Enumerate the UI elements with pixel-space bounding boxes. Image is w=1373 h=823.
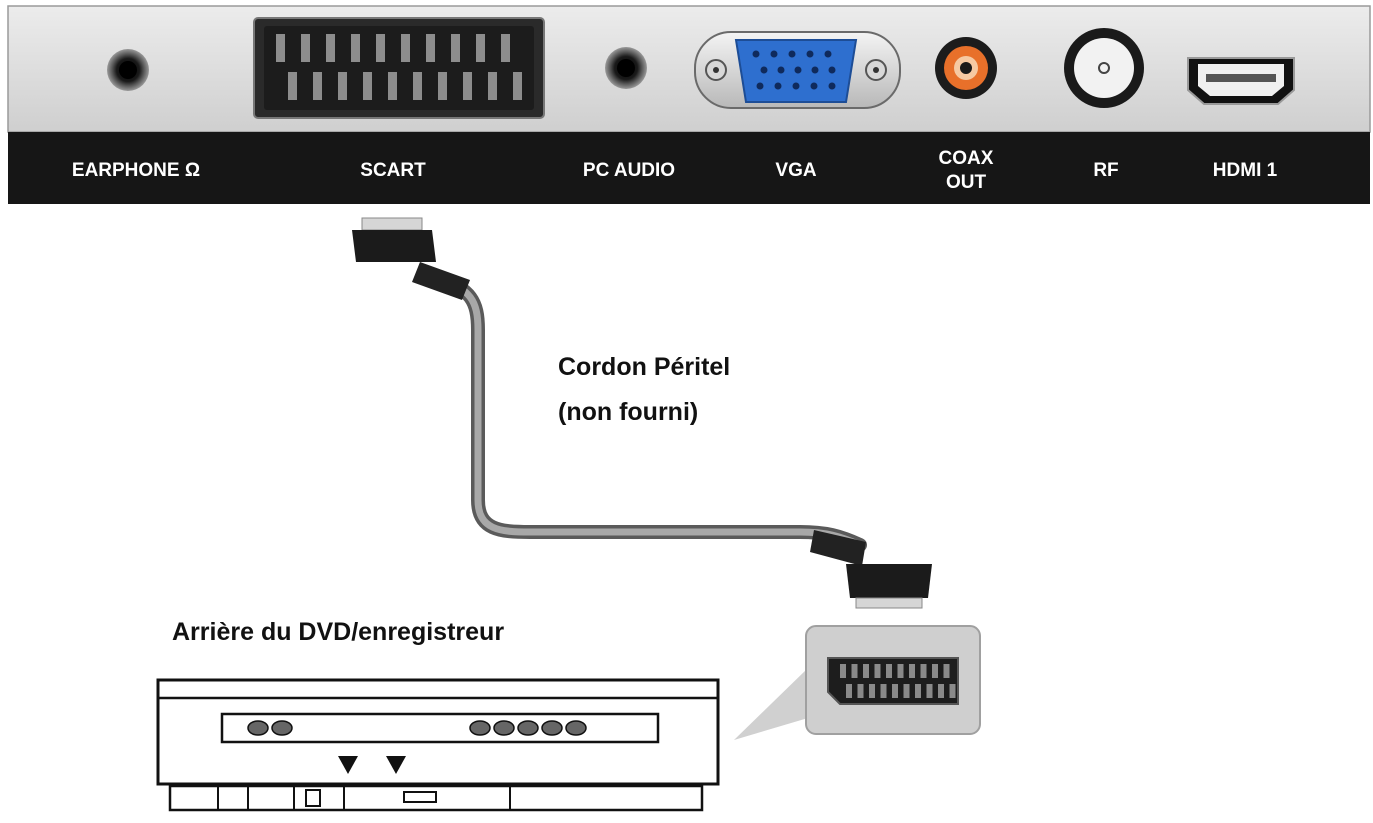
scart-socket-zoom-callout <box>734 625 981 740</box>
cable-caption-line2: (non fourni) <box>558 398 698 426</box>
tv-connector-panel: EARPHONE Ω SCART PC AUDIO VGA COAX OUT R… <box>7 5 1371 204</box>
port-label-hdmi: HDMI 1 <box>1213 160 1278 181</box>
port-label-coax-line1: COAX <box>939 148 994 169</box>
scart-plug-top-icon <box>352 217 470 300</box>
port-label-earphone: EARPHONE Ω <box>72 160 200 181</box>
scart-plug-bottom-icon <box>810 530 932 609</box>
scart-socket-icon <box>827 657 959 705</box>
device-caption: Arrière du DVD/enregistreur <box>172 618 504 646</box>
dvd-recorder-rear-icon <box>156 678 720 812</box>
port-label-rf: RF <box>1093 160 1118 181</box>
audio-jack-icon <box>605 47 647 89</box>
port-label-coax-line2: OUT <box>946 172 987 193</box>
scart-port-icon <box>253 17 545 119</box>
vga-port-icon <box>694 31 901 109</box>
headphone-jack-icon <box>107 49 149 91</box>
rf-port-icon <box>1064 28 1144 108</box>
coax-port-icon <box>935 37 997 99</box>
scart-cable <box>352 217 932 609</box>
port-label-pc-audio: PC AUDIO <box>583 160 675 181</box>
port-label-vga: VGA <box>775 160 816 181</box>
cable-caption-line1: Cordon Péritel <box>558 353 730 381</box>
hdmi-port-icon <box>1187 57 1295 105</box>
port-label-scart: SCART <box>360 160 426 181</box>
port-label-bar <box>8 132 1370 204</box>
